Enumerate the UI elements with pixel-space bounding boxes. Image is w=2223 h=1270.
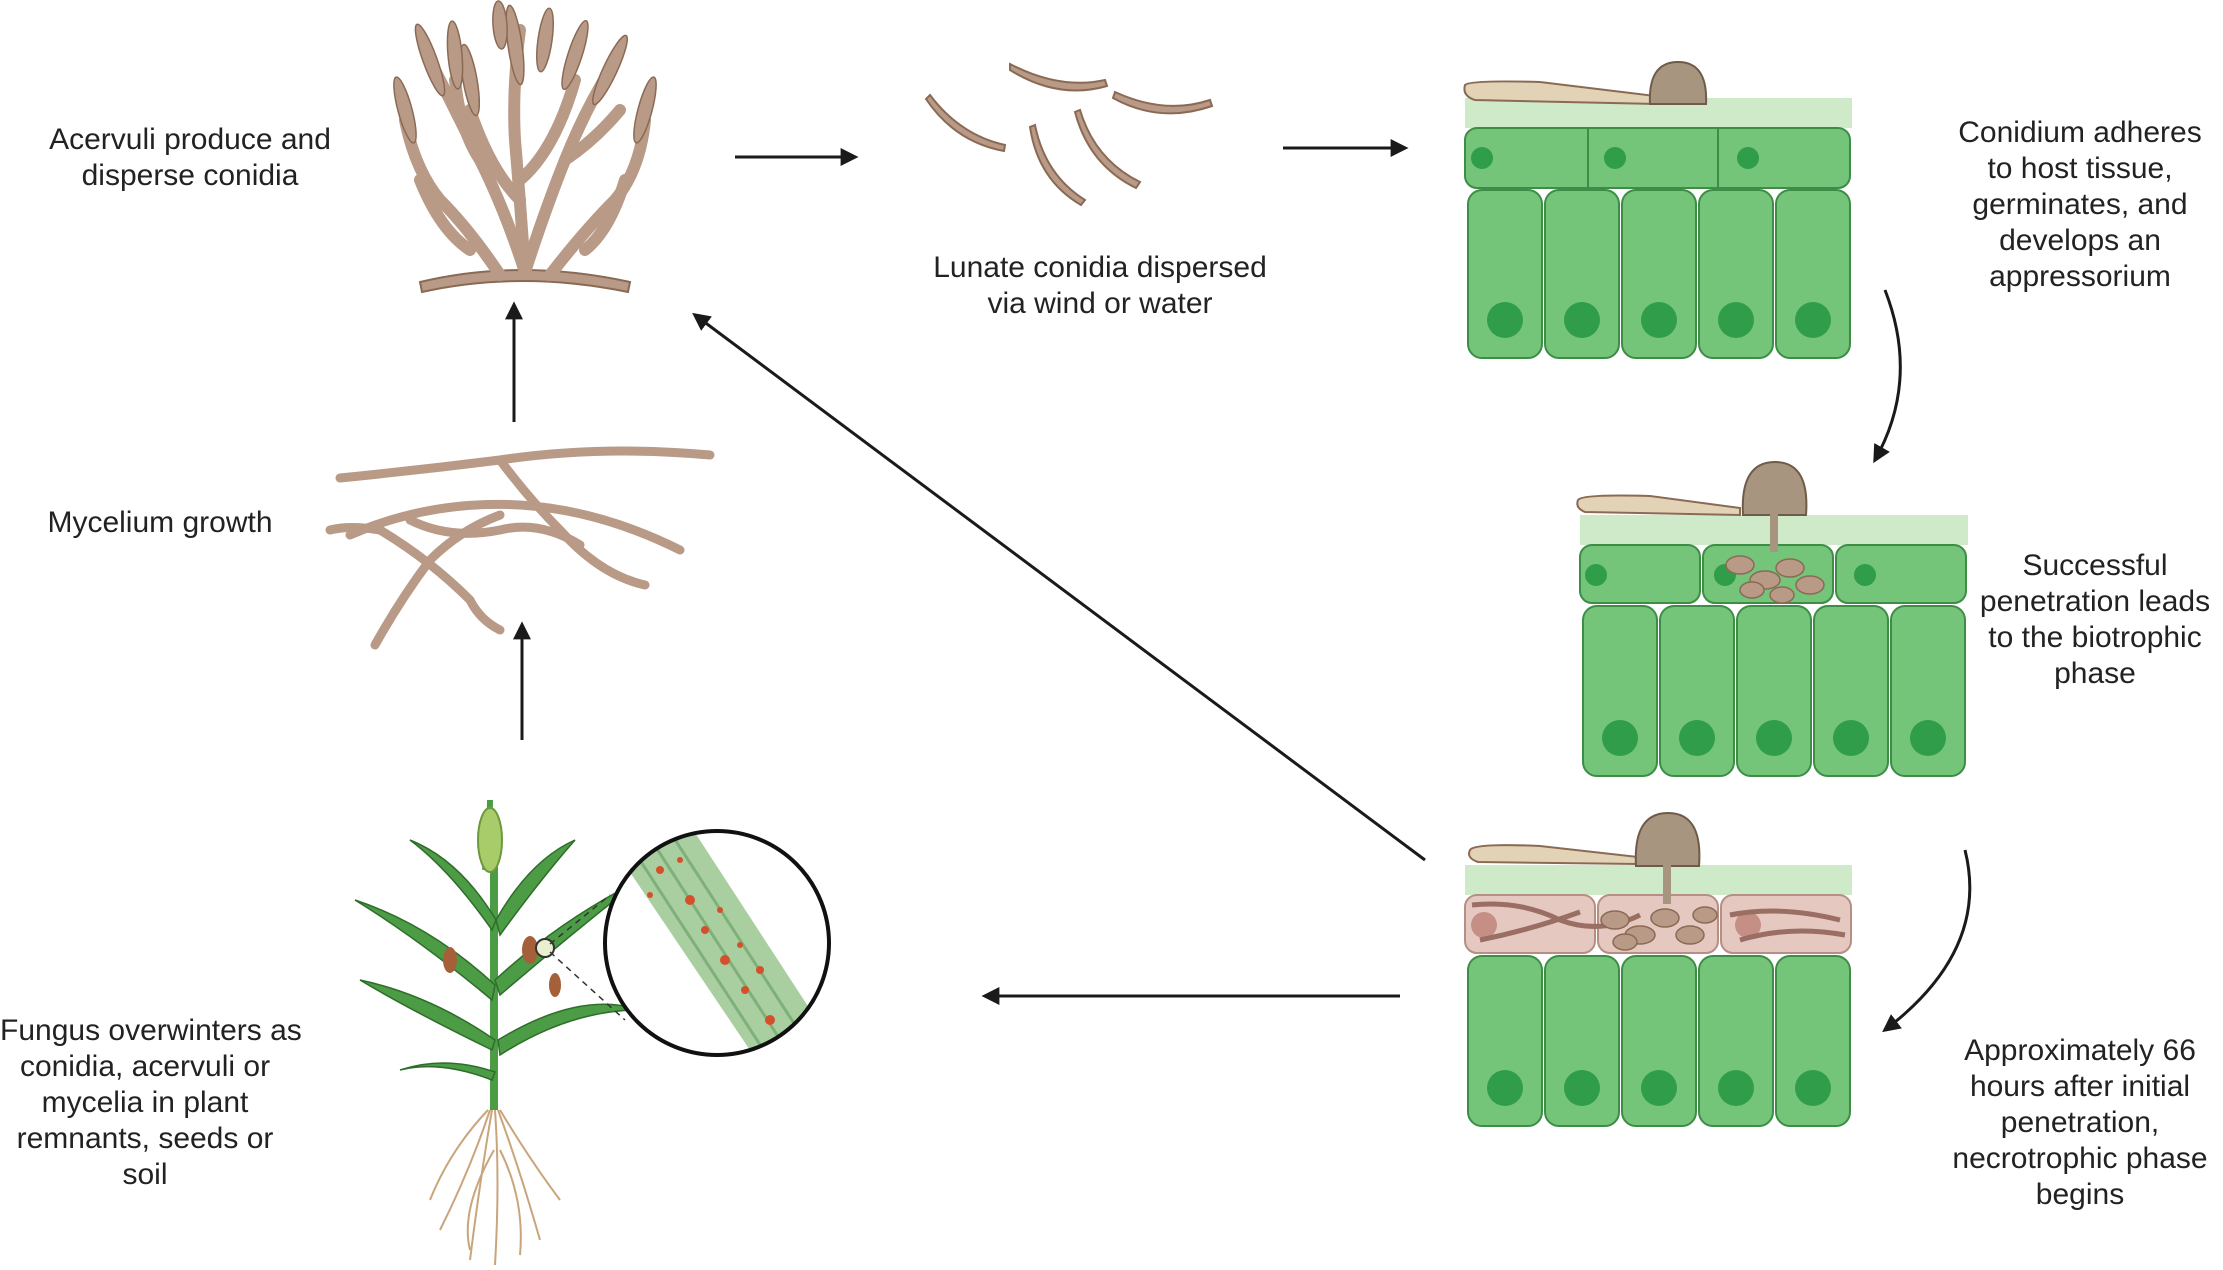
label-line: soil bbox=[122, 1158, 168, 1191]
label-line: via wind or water bbox=[987, 287, 1213, 320]
tissue-panel-biotrophic bbox=[1576, 460, 1968, 777]
label-line: Fungus overwinters as bbox=[0, 1014, 302, 1047]
label-line: disperse conidia bbox=[81, 159, 299, 192]
label-line: begins bbox=[2035, 1178, 2125, 1211]
label-biotrophic-phase: Successful penetration leads to the biot… bbox=[1970, 548, 2220, 692]
label-line: Approximately 66 bbox=[1964, 1034, 2196, 1067]
tissue-panel-necrotrophic bbox=[1464, 811, 1852, 1127]
label-line: necrotrophic phase bbox=[1952, 1142, 2208, 1175]
label-line: appressorium bbox=[1989, 260, 2171, 293]
arrow-biotrophic-to-necrotrophic bbox=[1882, 849, 1972, 1033]
label-acervuli: Acervuli produce and disperse conidia bbox=[30, 122, 350, 194]
label-line: to the biotrophic bbox=[1988, 621, 2202, 654]
arrow-adhesion-to-biotrophic bbox=[1873, 289, 1902, 464]
label-line: Successful bbox=[2022, 549, 2168, 582]
label-line: phase bbox=[2054, 657, 2136, 690]
label-line: Mycelium growth bbox=[47, 506, 273, 539]
label-line: mycelia in plant bbox=[41, 1086, 249, 1119]
label-line: Lunate conidia dispersed bbox=[933, 251, 1267, 284]
label-line: penetration leads bbox=[1979, 585, 2211, 618]
arrow-tissue-to-acervuli bbox=[692, 312, 1426, 862]
label-line: Conidium adheres bbox=[1958, 116, 2202, 149]
label-mycelium-growth: Mycelium growth bbox=[20, 505, 300, 541]
tissue-panel-adhesion bbox=[1463, 60, 1852, 359]
label-line: penetration, bbox=[2000, 1106, 2160, 1139]
sorghum-plant-illustration bbox=[354, 799, 641, 1266]
label-line: to host tissue, bbox=[1987, 152, 2173, 185]
lunate-conidia-illustration bbox=[924, 62, 1214, 207]
label-lunate-conidia: Lunate conidia dispersed via wind or wat… bbox=[910, 250, 1290, 322]
label-line: conidia, acervuli or bbox=[19, 1050, 271, 1083]
label-conidium-adheres: Conidium adheres to host tissue, germina… bbox=[1935, 115, 2223, 295]
label-line: germinates, and bbox=[1972, 188, 2188, 221]
label-line: remnants, seeds or bbox=[16, 1122, 274, 1155]
label-line: Acervuli produce and bbox=[49, 123, 331, 156]
label-line: develops an bbox=[1999, 224, 2161, 257]
label-line: hours after initial bbox=[1969, 1070, 2191, 1103]
acervulus-illustration bbox=[393, 0, 657, 294]
mycelium-illustration bbox=[325, 446, 715, 650]
leaf-lesion-magnifier bbox=[603, 829, 831, 1057]
label-overwinters: Fungus overwinters as conidia, acervuli … bbox=[0, 1013, 302, 1193]
cycle-arrows bbox=[505, 139, 1972, 1033]
label-necrotrophic-phase: Approximately 66 hours after initial pen… bbox=[1940, 1033, 2220, 1213]
